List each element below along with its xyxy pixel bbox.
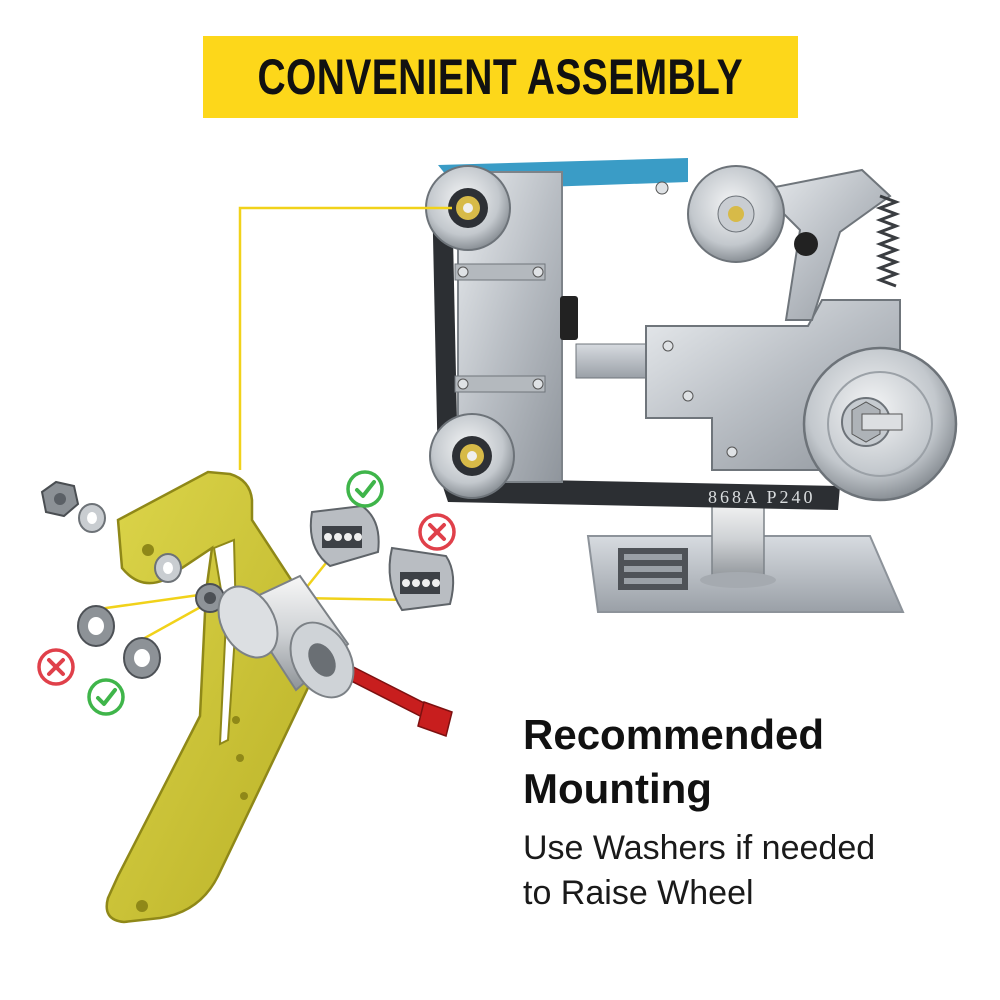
tension-spring [875, 194, 901, 288]
instruction-line: to Raise Wheel [523, 874, 754, 912]
belt-bottom [440, 478, 840, 510]
exploded-assembly [40, 470, 455, 924]
heading-line: Mounting [523, 765, 712, 812]
belt-left [432, 190, 458, 470]
bearing-wrong [77, 605, 115, 647]
x-circle-icon [37, 648, 75, 686]
mounting-instructions: Use Washers if needed to Raise Wheel [523, 826, 963, 916]
bearing-cutaway-correct [309, 504, 380, 568]
mounting-bracket [105, 470, 328, 924]
belt-label: 868A P240 [708, 487, 816, 507]
check-circle-icon [87, 678, 125, 716]
drive-wheel [802, 346, 958, 502]
top-idler-wheel [425, 165, 511, 251]
belt-grinder-machine: 868A P240 [425, 158, 958, 613]
banner-title: CONVENIENT ASSEMBLY [257, 49, 744, 105]
instruction-line: Use Washers if needed [523, 829, 876, 867]
post [711, 497, 765, 581]
tracking-wheel [687, 165, 785, 263]
check-circle-icon [346, 470, 384, 508]
mounting-heading: Recommended Mounting [523, 708, 963, 816]
x-circle-icon [418, 513, 456, 551]
heading-line: Recommended [523, 711, 825, 758]
title-banner: CONVENIENT ASSEMBLY [203, 36, 798, 118]
bearing-correct [123, 637, 161, 679]
bearing-cutaway-wrong [388, 546, 455, 612]
bottom-idler-wheel [429, 413, 515, 499]
spacer-cylinder [217, 574, 355, 699]
